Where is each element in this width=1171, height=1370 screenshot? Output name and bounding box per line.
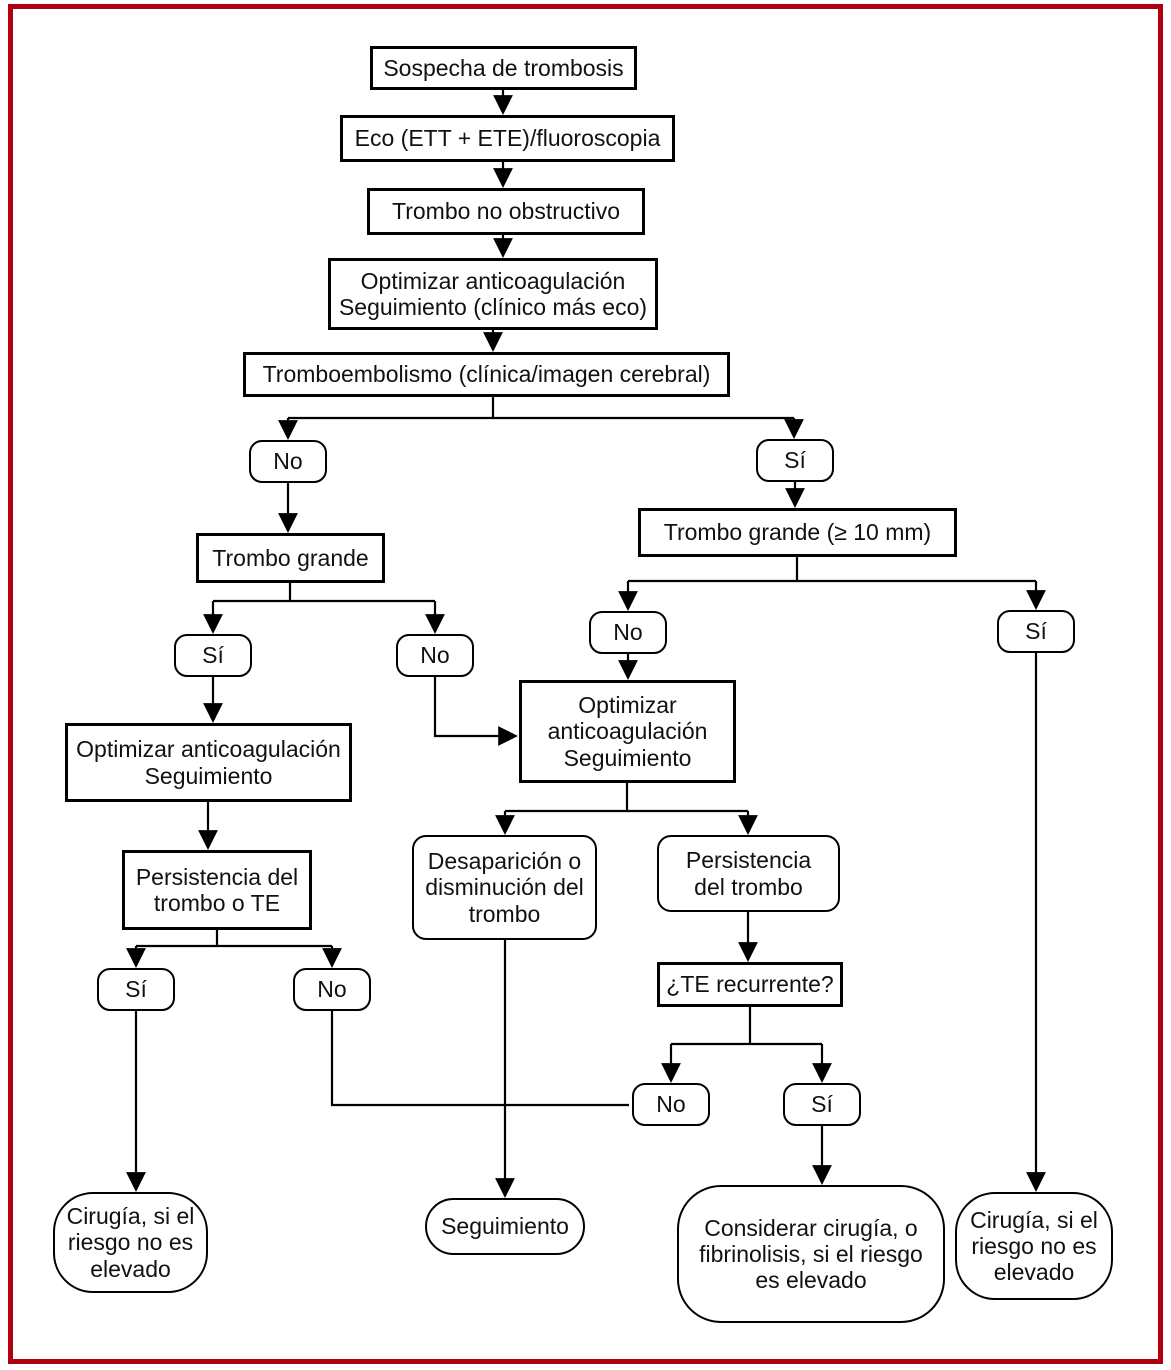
node-trombo-no-obstructivo: Trombo no obstructivo xyxy=(367,188,645,235)
fork-te-recurrente xyxy=(671,1007,822,1046)
node-eco-ett-ete-fluoroscopia: Eco (ETT + ETE)/fluoroscopia xyxy=(340,115,675,162)
decision-te-recurrente-si: Sí xyxy=(783,1083,861,1126)
decision-trombo-grande10-no: No xyxy=(589,611,667,654)
node-te-recurrente: ¿TE recurrente? xyxy=(657,962,843,1007)
decision-persistencia-no: No xyxy=(293,968,371,1011)
terminal-cirugia-riesgo-no-elevado-der: Cirugía, si el riesgo no es elevado xyxy=(955,1192,1113,1300)
decision-tromboembolismo-no: No xyxy=(249,440,327,483)
node-trombo-grande: Trombo grande xyxy=(196,533,385,583)
terminal-cirugia-riesgo-no-elevado-izq: Cirugía, si el riesgo no es elevado xyxy=(53,1192,208,1293)
decision-tromboembolismo-si: Sí xyxy=(756,439,834,482)
fork-persistencia-te xyxy=(136,930,332,948)
arrow-no2-optimizar-centro xyxy=(433,677,518,746)
fork-tromboembolismo xyxy=(288,397,794,420)
node-tromboembolismo: Tromboembolismo (clínica/imagen cerebral… xyxy=(243,352,730,397)
terminal-considerar-cirugia-fibrinolisis: Considerar cirugía, o fibrinolisis, si e… xyxy=(677,1185,945,1323)
flow-lines xyxy=(136,397,1036,1107)
node-persistencia-del-trombo-o-te: Persistencia del trombo o TE xyxy=(122,850,312,930)
node-persistencia-del-trombo: Persistencia del trombo xyxy=(657,835,840,912)
decision-te-recurrente-no: No xyxy=(632,1083,710,1126)
flow-arrows xyxy=(126,90,1046,1198)
terminal-seguimiento: Seguimiento xyxy=(425,1198,585,1255)
node-sospecha-de-trombosis: Sospecha de trombosis xyxy=(370,46,637,90)
fork-optimizar-centro xyxy=(505,783,748,813)
fork-trombo-grande xyxy=(213,583,435,603)
decision-trombo-grande-si: Sí xyxy=(174,634,252,677)
fork-trombo-grande-10mm xyxy=(628,557,1036,583)
node-optimizar-anticoagulacion-seguimiento-centro: Optimizar anticoagulación Seguimiento xyxy=(519,680,736,783)
decision-persistencia-si: Sí xyxy=(97,968,175,1011)
node-optimizar-anticoagulacion-seguimiento-eco: Optimizar anticoagulación Seguimiento (c… xyxy=(328,258,658,330)
node-trombo-grande-10mm: Trombo grande (≥ 10 mm) xyxy=(638,508,957,557)
node-optimizar-anticoagulacion-seguimiento-izq: Optimizar anticoagulación Seguimiento xyxy=(65,723,352,802)
node-desaparicion-o-disminucion: Desaparición o disminución del trombo xyxy=(412,835,597,940)
decision-trombo-grande10-si: Sí xyxy=(997,610,1075,653)
decision-trombo-grande-no: No xyxy=(396,634,474,677)
merge-no-lines xyxy=(330,1011,629,1107)
